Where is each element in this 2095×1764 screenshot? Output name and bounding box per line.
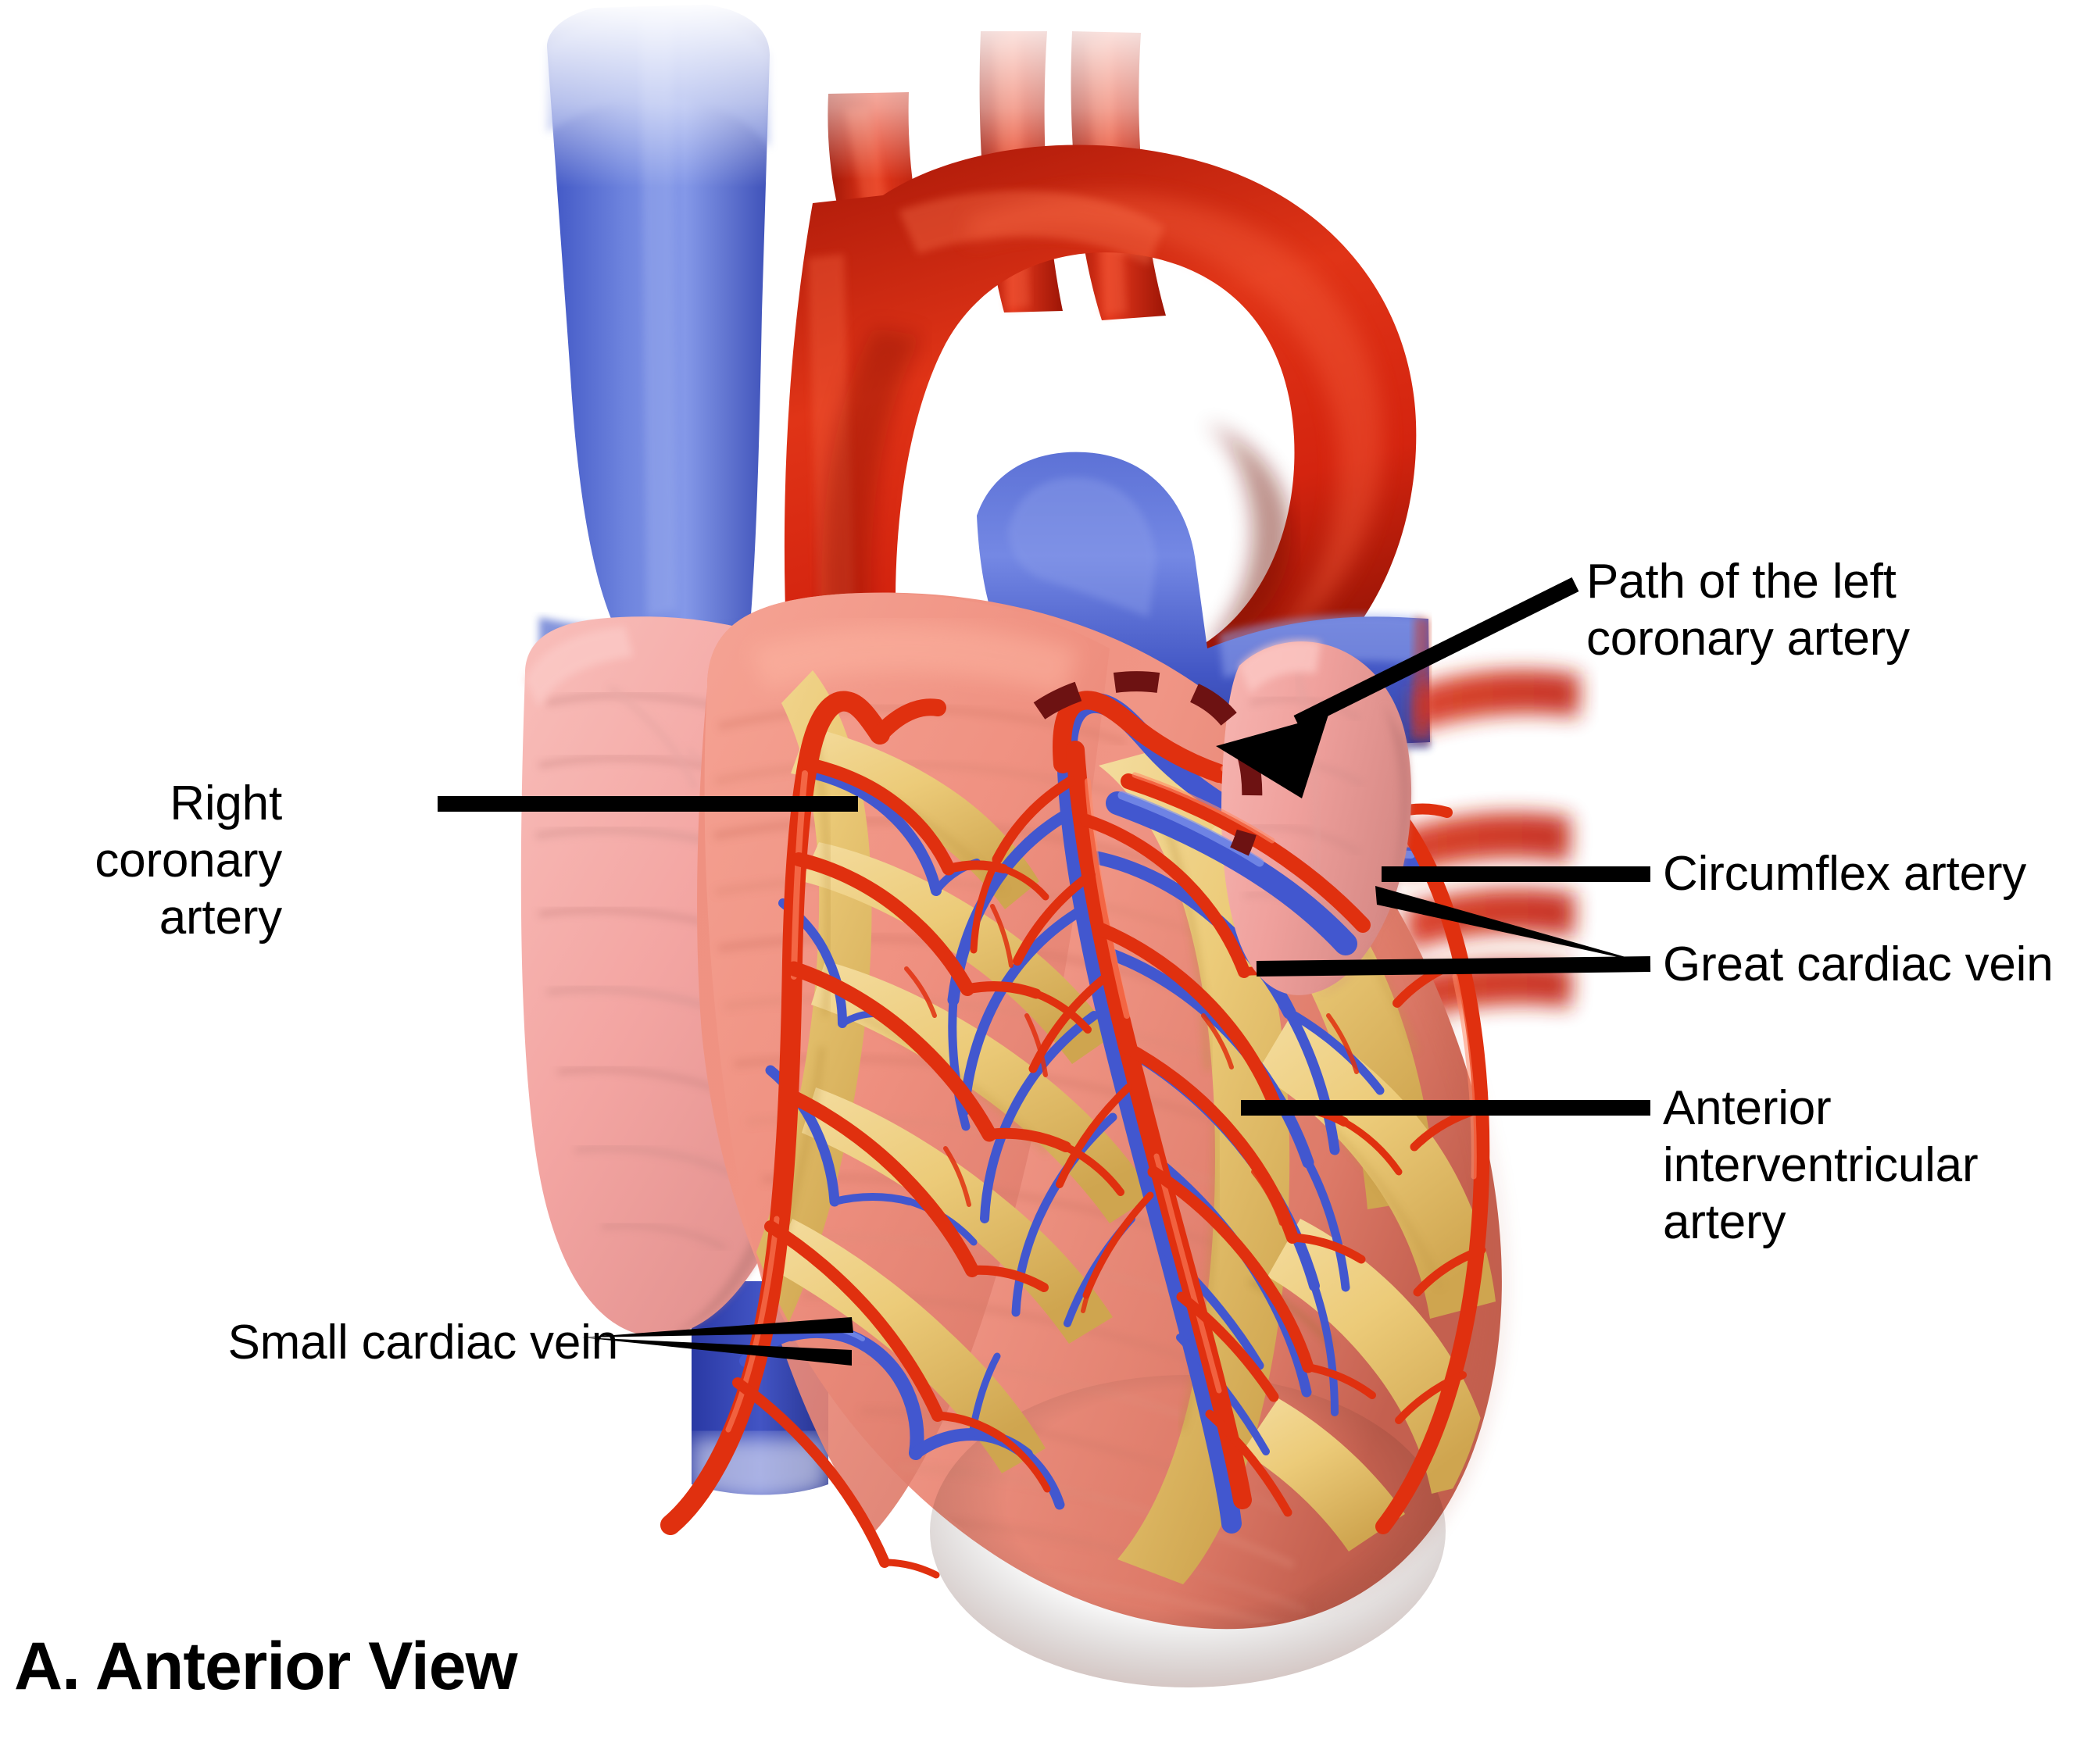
left-atrial-appendage <box>1221 640 1412 995</box>
coronary-arteries <box>660 691 1490 1579</box>
coronary-vessels <box>660 691 1490 1579</box>
label-great-cardiac-vein: Great cardiac vein <box>1663 937 2054 991</box>
label-path-of-left-coronary-artery: Path of the left coronary artery <box>1586 555 1910 666</box>
leader-small-cardiac-vein <box>582 1317 853 1366</box>
leader-path-left-coronary-artery <box>1216 577 1579 798</box>
heart-body-group <box>520 592 1502 1687</box>
label-right-coronary-artery: Right coronary artery <box>95 777 282 945</box>
pulmonary-veins <box>1399 670 1580 1020</box>
leader-great-cardiac-vein <box>1256 886 1651 977</box>
figure-caption: A. Anterior View <box>14 1629 517 1704</box>
label-anterior-interventricular-artery: Anterior interventricular artery <box>1663 1081 1979 1250</box>
leader-lines <box>438 577 1651 1366</box>
dashed-left-coronary-path <box>1033 671 1263 856</box>
label-small-cardiac-vein: Small cardiac vein <box>227 1316 619 1369</box>
label-circumflex-artery: Circumflex artery <box>1663 847 2027 901</box>
